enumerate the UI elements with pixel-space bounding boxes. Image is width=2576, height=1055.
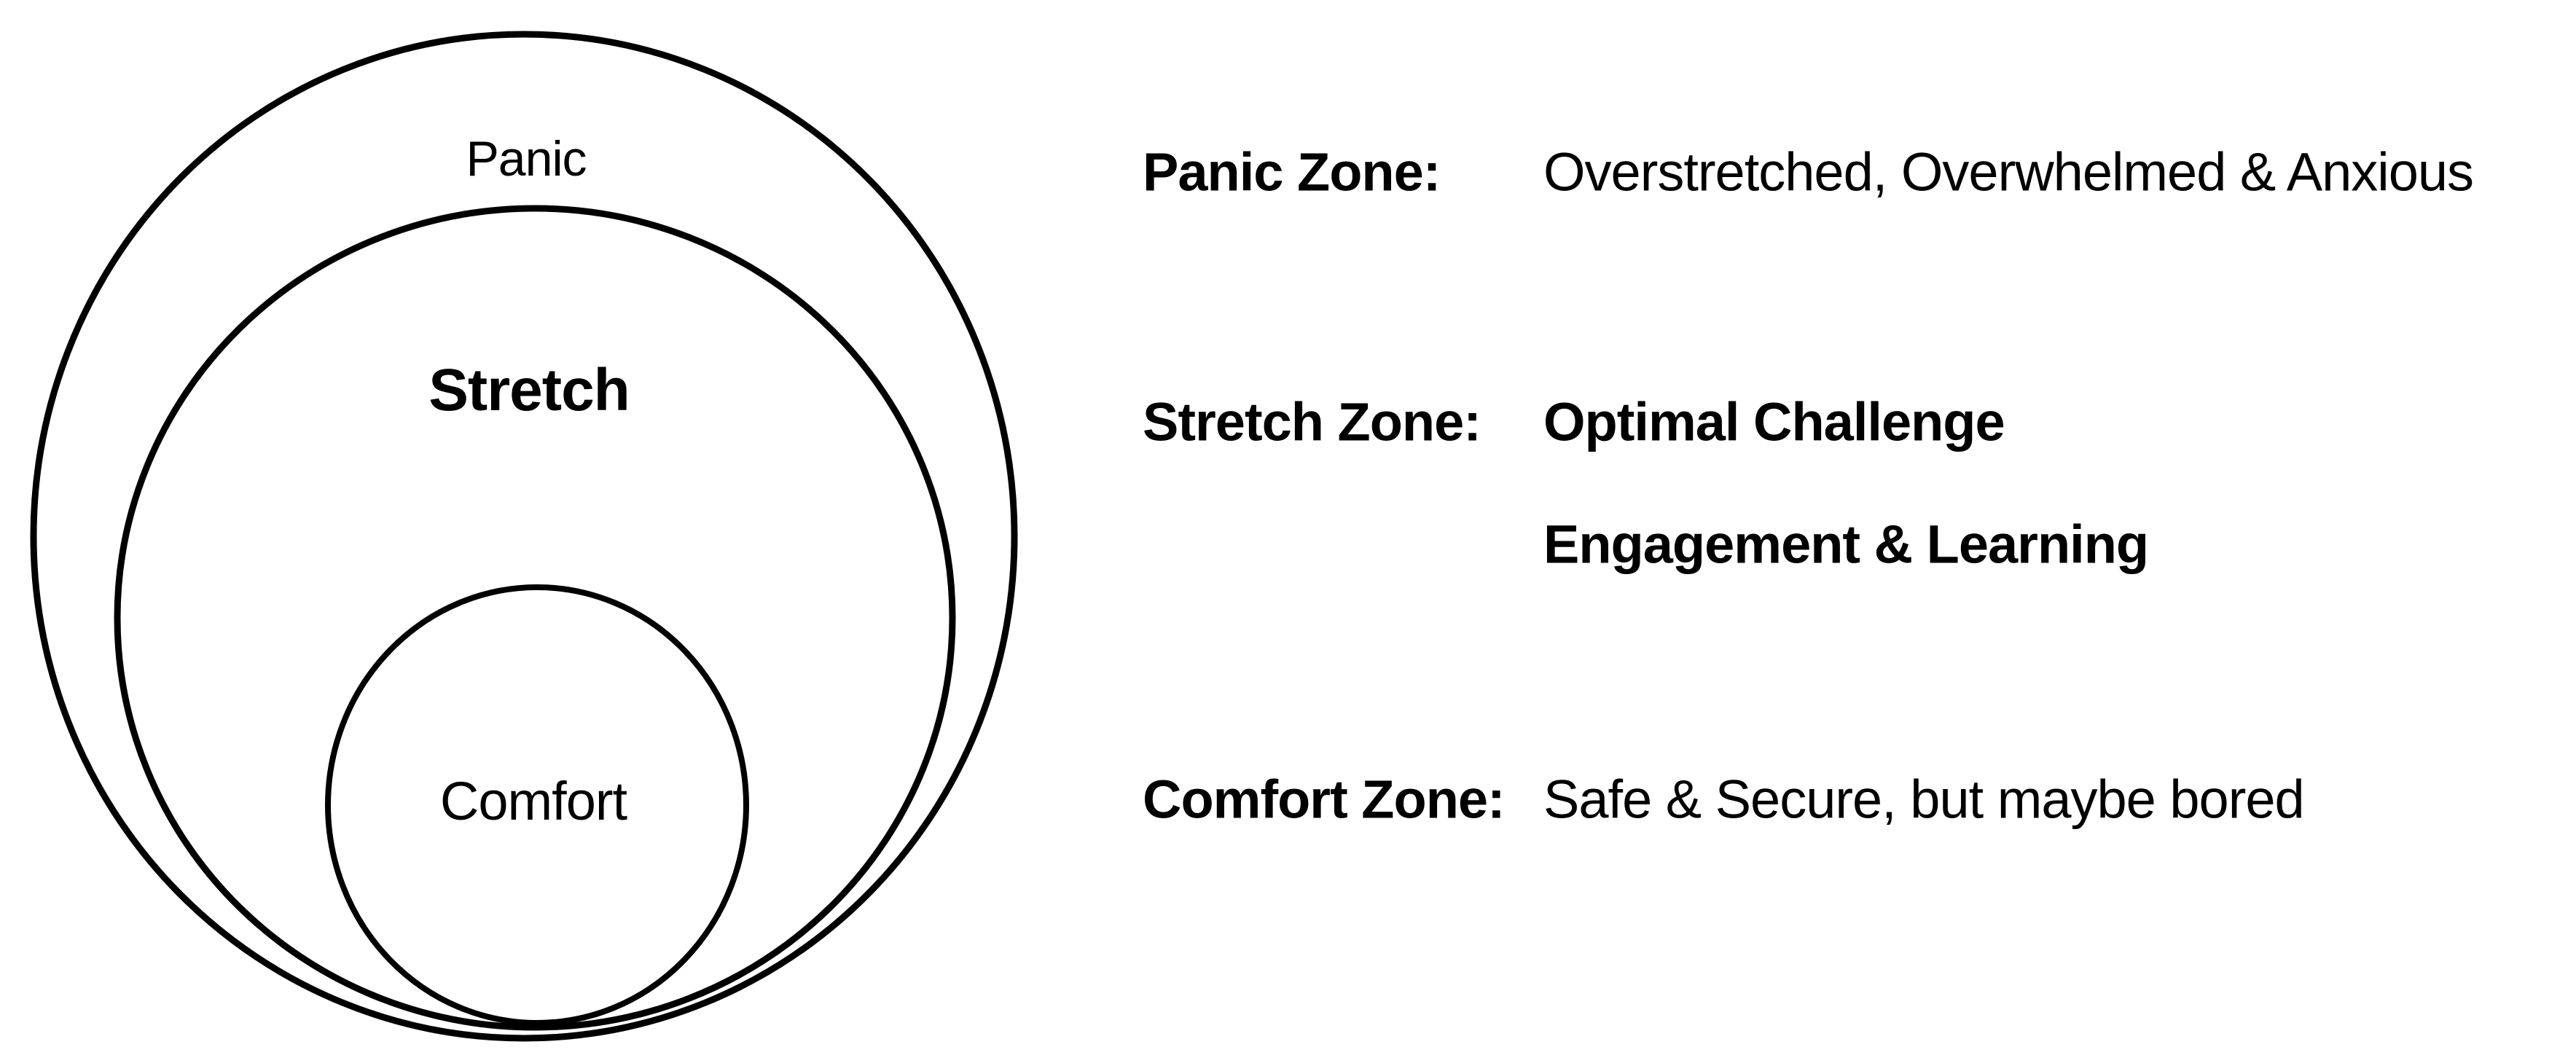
comfort-circle: [325, 584, 749, 1026]
stretch-zone-description-line2: Engagement & Learning: [1543, 514, 2149, 575]
legend-row-stretch-continued: Engagement & Learning: [1143, 513, 2149, 578]
legend-row-panic: Panic Zone: Overstretched, Overwhelmed &…: [1143, 141, 2474, 205]
stretch-zone-legend-label: Stretch Zone:: [1143, 391, 1481, 452]
comfort-zone-circle-label: Comfort: [439, 771, 627, 831]
stretch-circle: [114, 205, 956, 1031]
comfort-zone-description: Safe & Secure, but maybe bored: [1543, 769, 2305, 830]
panic-zone-description: Overstretched, Overwhelmed & Anxious: [1543, 141, 2474, 203]
panic-circle: [30, 31, 1018, 1042]
legend-row-stretch: Stretch Zone: Optimal Challenge: [1143, 391, 2005, 455]
stretch-zone-description-line1: Optimal Challenge: [1543, 391, 2005, 452]
stretch-zone-circle-label: Stretch: [428, 357, 630, 423]
comfort-zone-legend-label: Comfort Zone:: [1143, 769, 1506, 830]
panic-zone-legend-label: Panic Zone:: [1143, 141, 1441, 203]
panic-zone-circle-label: Panic: [466, 131, 587, 187]
legend-row-comfort: Comfort Zone: Safe & Secure, but maybe b…: [1143, 768, 2305, 833]
